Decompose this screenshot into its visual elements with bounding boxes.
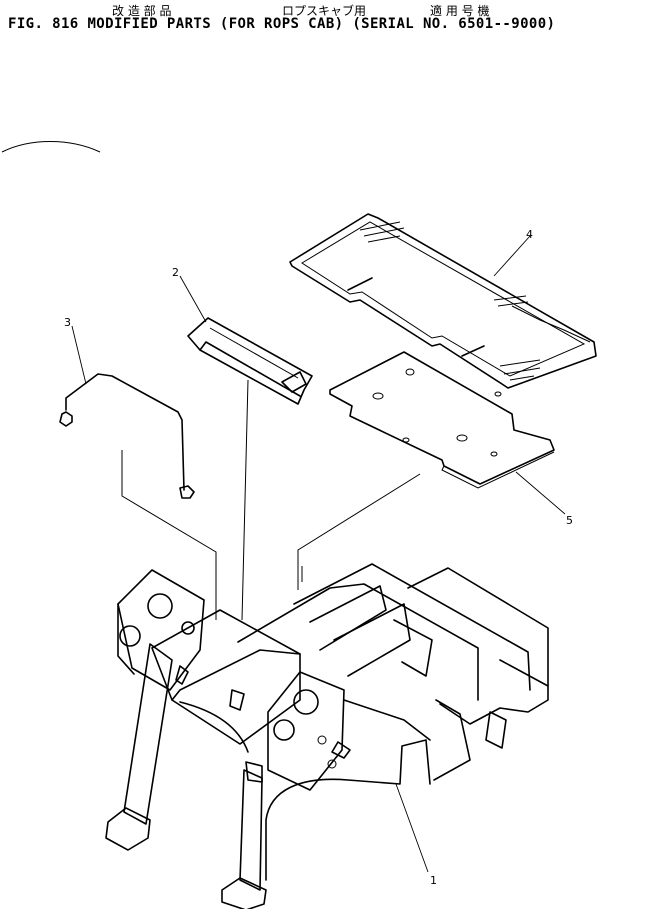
callout-5: 5 [566, 514, 573, 527]
callout-2: 2 [172, 266, 179, 279]
assembly-guide-lines [121, 379, 421, 621]
part-1-main-frame [105, 563, 549, 909]
part-5-floor-plate [329, 351, 555, 489]
figure-title: FIG. 816 MODIFIED PARTS (FOR ROPS CAB) (… [8, 16, 556, 32]
stray-arc-mark [1, 141, 101, 153]
part-2-cover [187, 317, 313, 405]
jp-modified-parts-label: 改 造 部 品 [112, 4, 172, 18]
callout-leaders [71, 235, 566, 873]
part-3-rod [59, 373, 195, 499]
japanese-header: 改 造 部 品 ロプスキャブ用 適 用 号 機 [0, 2, 646, 18]
callout-3: 3 [64, 316, 71, 329]
mat-texture [359, 221, 541, 381]
callout-1: 1 [430, 874, 437, 887]
part-4-floor-mat [289, 213, 597, 389]
callout-4: 4 [526, 228, 533, 241]
jp-serial-label: 適 用 号 機 [430, 4, 490, 18]
jp-rops-cab-label: ロプスキャブ用 [282, 4, 367, 18]
